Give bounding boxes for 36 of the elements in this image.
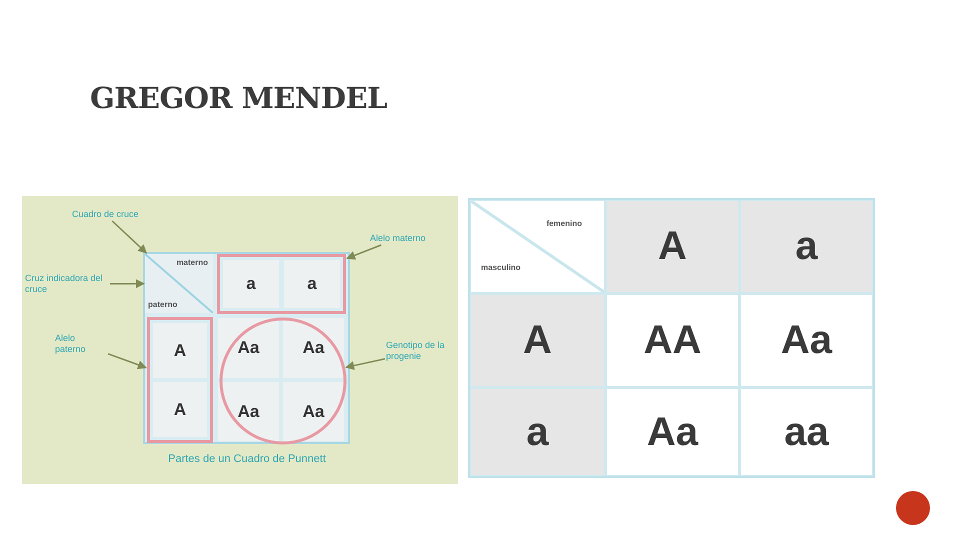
callout-label: Alelo materno xyxy=(370,233,426,244)
allele-cell: A xyxy=(153,323,207,378)
leader-line xyxy=(345,358,386,370)
figure-caption: Partes de un Cuadro de Punnett xyxy=(167,453,327,465)
genotype-cell: Aa xyxy=(218,318,279,378)
genotype-cell: Aa xyxy=(218,382,279,441)
genotype-cell: AA xyxy=(607,295,738,386)
callout-label: Cruz indicadora del cruce xyxy=(25,273,109,295)
callout-label: Cuadro de cruce xyxy=(72,209,139,220)
header-cell: A xyxy=(607,201,738,292)
header-cell: a xyxy=(741,201,872,292)
corner-label: femenino xyxy=(546,219,582,228)
leader-line xyxy=(110,279,145,288)
allele-cell: a xyxy=(223,260,279,308)
leader-line xyxy=(112,220,148,254)
highlight-frame xyxy=(147,317,213,443)
genotype-cell: Aa xyxy=(741,295,872,386)
genotype-cell: Aa xyxy=(283,382,344,441)
callout-label: Genotipo de la progenie xyxy=(386,340,456,362)
corner-label: materno xyxy=(176,258,208,267)
highlight-circle xyxy=(219,317,347,445)
title: GREGOR MENDEL xyxy=(90,80,388,116)
corner-label: paterno xyxy=(148,300,178,309)
header-cell: A xyxy=(471,295,604,386)
callout-label: Alelo paterno xyxy=(55,333,107,355)
leader-line xyxy=(108,353,147,370)
header-cell: a xyxy=(471,389,604,475)
genotype-cell: Aa xyxy=(607,389,738,475)
genotype-cell: aa xyxy=(741,389,872,475)
genotype-cell: Aa xyxy=(283,318,344,378)
corner-label: masculino xyxy=(481,263,521,272)
highlight-frame xyxy=(217,254,346,314)
corner-cell xyxy=(145,254,213,313)
leader-line xyxy=(346,244,382,260)
allele-cell: a xyxy=(284,260,340,308)
allele-cell: A xyxy=(153,382,207,437)
